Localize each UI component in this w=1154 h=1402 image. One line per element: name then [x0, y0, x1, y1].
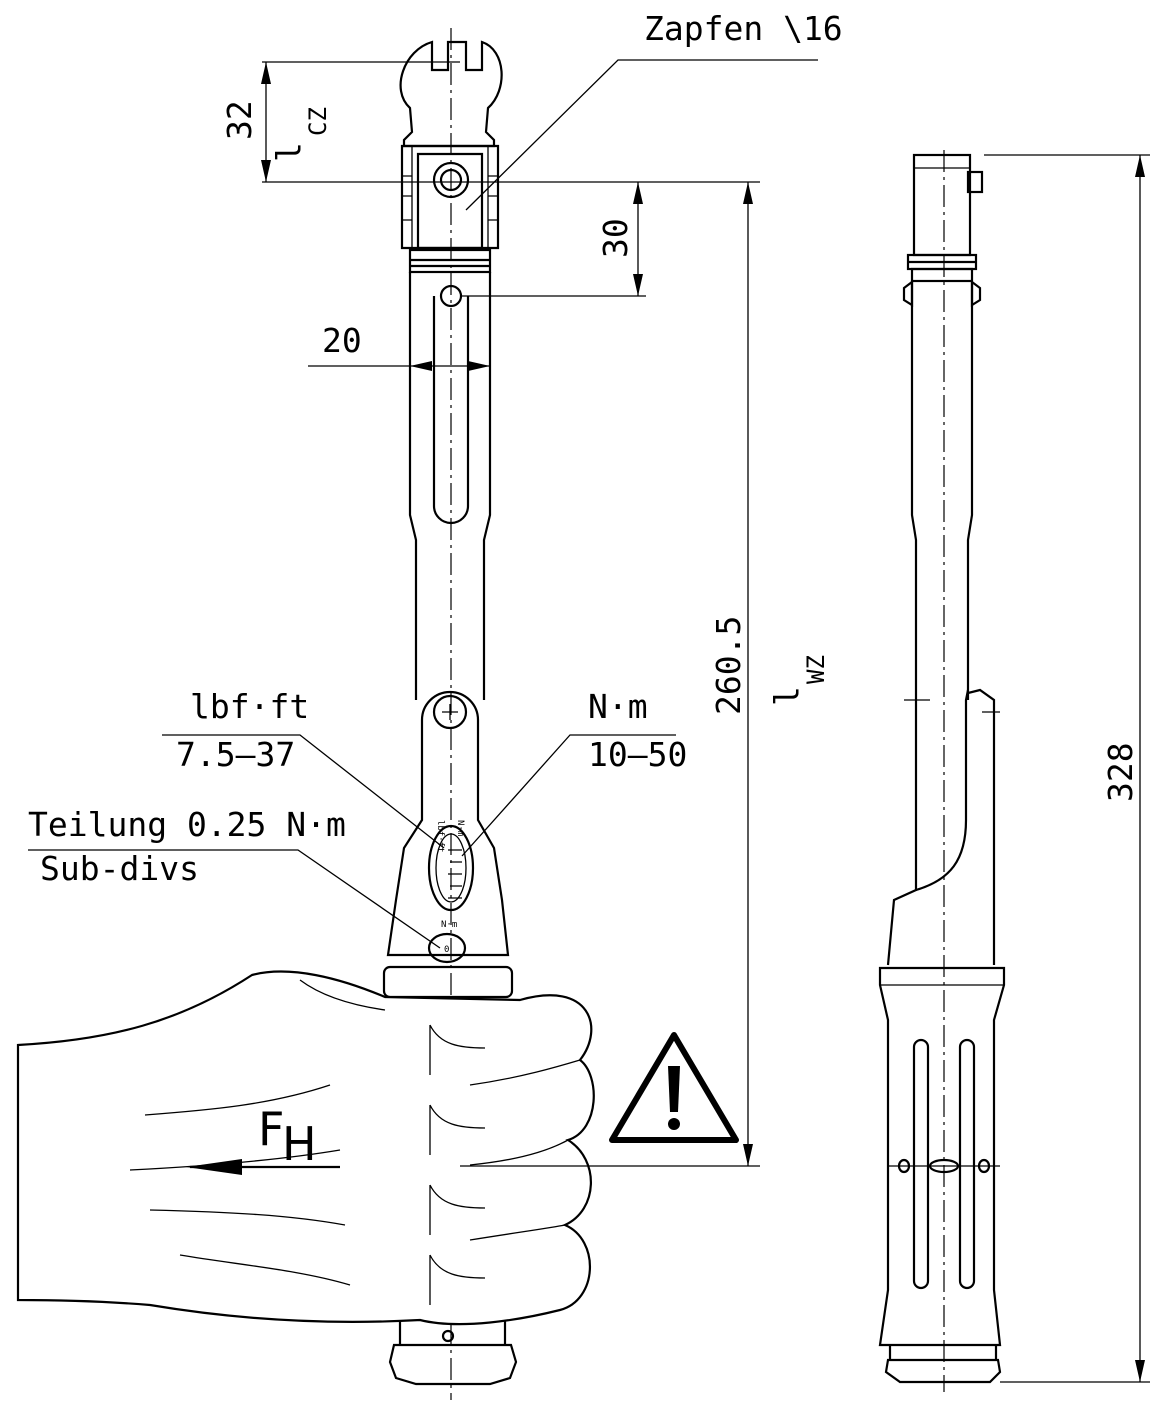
dim-32: 32: [220, 100, 259, 140]
dim-328: 328: [1101, 742, 1140, 802]
force-label-main: F: [258, 1102, 284, 1156]
callout-subdivs: Sub-divs: [40, 849, 199, 888]
dim-lcz-main: l: [269, 142, 308, 162]
callouts: Zapfen \16 lbf·ft 7.5–37 N·m 10–50 Teilu…: [28, 9, 843, 949]
cartridge-holder: [400, 144, 500, 250]
open-end-head: [399, 40, 503, 148]
dim-lcz-sub: CZ: [304, 107, 332, 136]
callout-nm-range: 10–50: [588, 735, 687, 774]
wrench-side-view: 328: [878, 150, 1150, 1392]
scale-mark-nm-small: N·m: [441, 920, 457, 930]
lock-knob: [427, 932, 467, 964]
dim-lwz-sub: WZ: [802, 655, 830, 684]
wrench-front-view: N·m lbf·ft N·m 0: [382, 28, 518, 1400]
callout-nm-unit: N·m: [588, 687, 648, 726]
warning-triangle-icon: [609, 1032, 739, 1143]
handle-collar: [382, 965, 514, 999]
dim-lwz-main: l: [767, 686, 806, 706]
handle-end: [388, 1300, 518, 1386]
dim-20: 20: [322, 321, 362, 360]
callout-lbfft-unit: lbf·ft: [190, 687, 309, 726]
dim-30: 30: [596, 218, 635, 258]
scale-mark-zero: 0: [444, 945, 449, 955]
dim-260-5: 260.5: [709, 616, 748, 715]
callout-teilung: Teilung 0.25 N·m: [28, 805, 346, 844]
callout-lbfft-range: 7.5–37: [176, 735, 295, 774]
scale-mark-nm: N·m: [455, 820, 465, 836]
force-label-sub: H: [282, 1117, 317, 1171]
dimensions-left: 32 l CZ 30 20 260.5 l WZ: [220, 61, 830, 1167]
force-arrow: F H: [186, 1102, 340, 1175]
scale-window-frame: [386, 690, 510, 957]
wrench-tube: [408, 272, 492, 700]
callout-zapfen: Zapfen \16: [644, 9, 843, 48]
scale-mark-lbfft: lbf·ft: [435, 820, 445, 853]
hand: [16, 970, 595, 1326]
